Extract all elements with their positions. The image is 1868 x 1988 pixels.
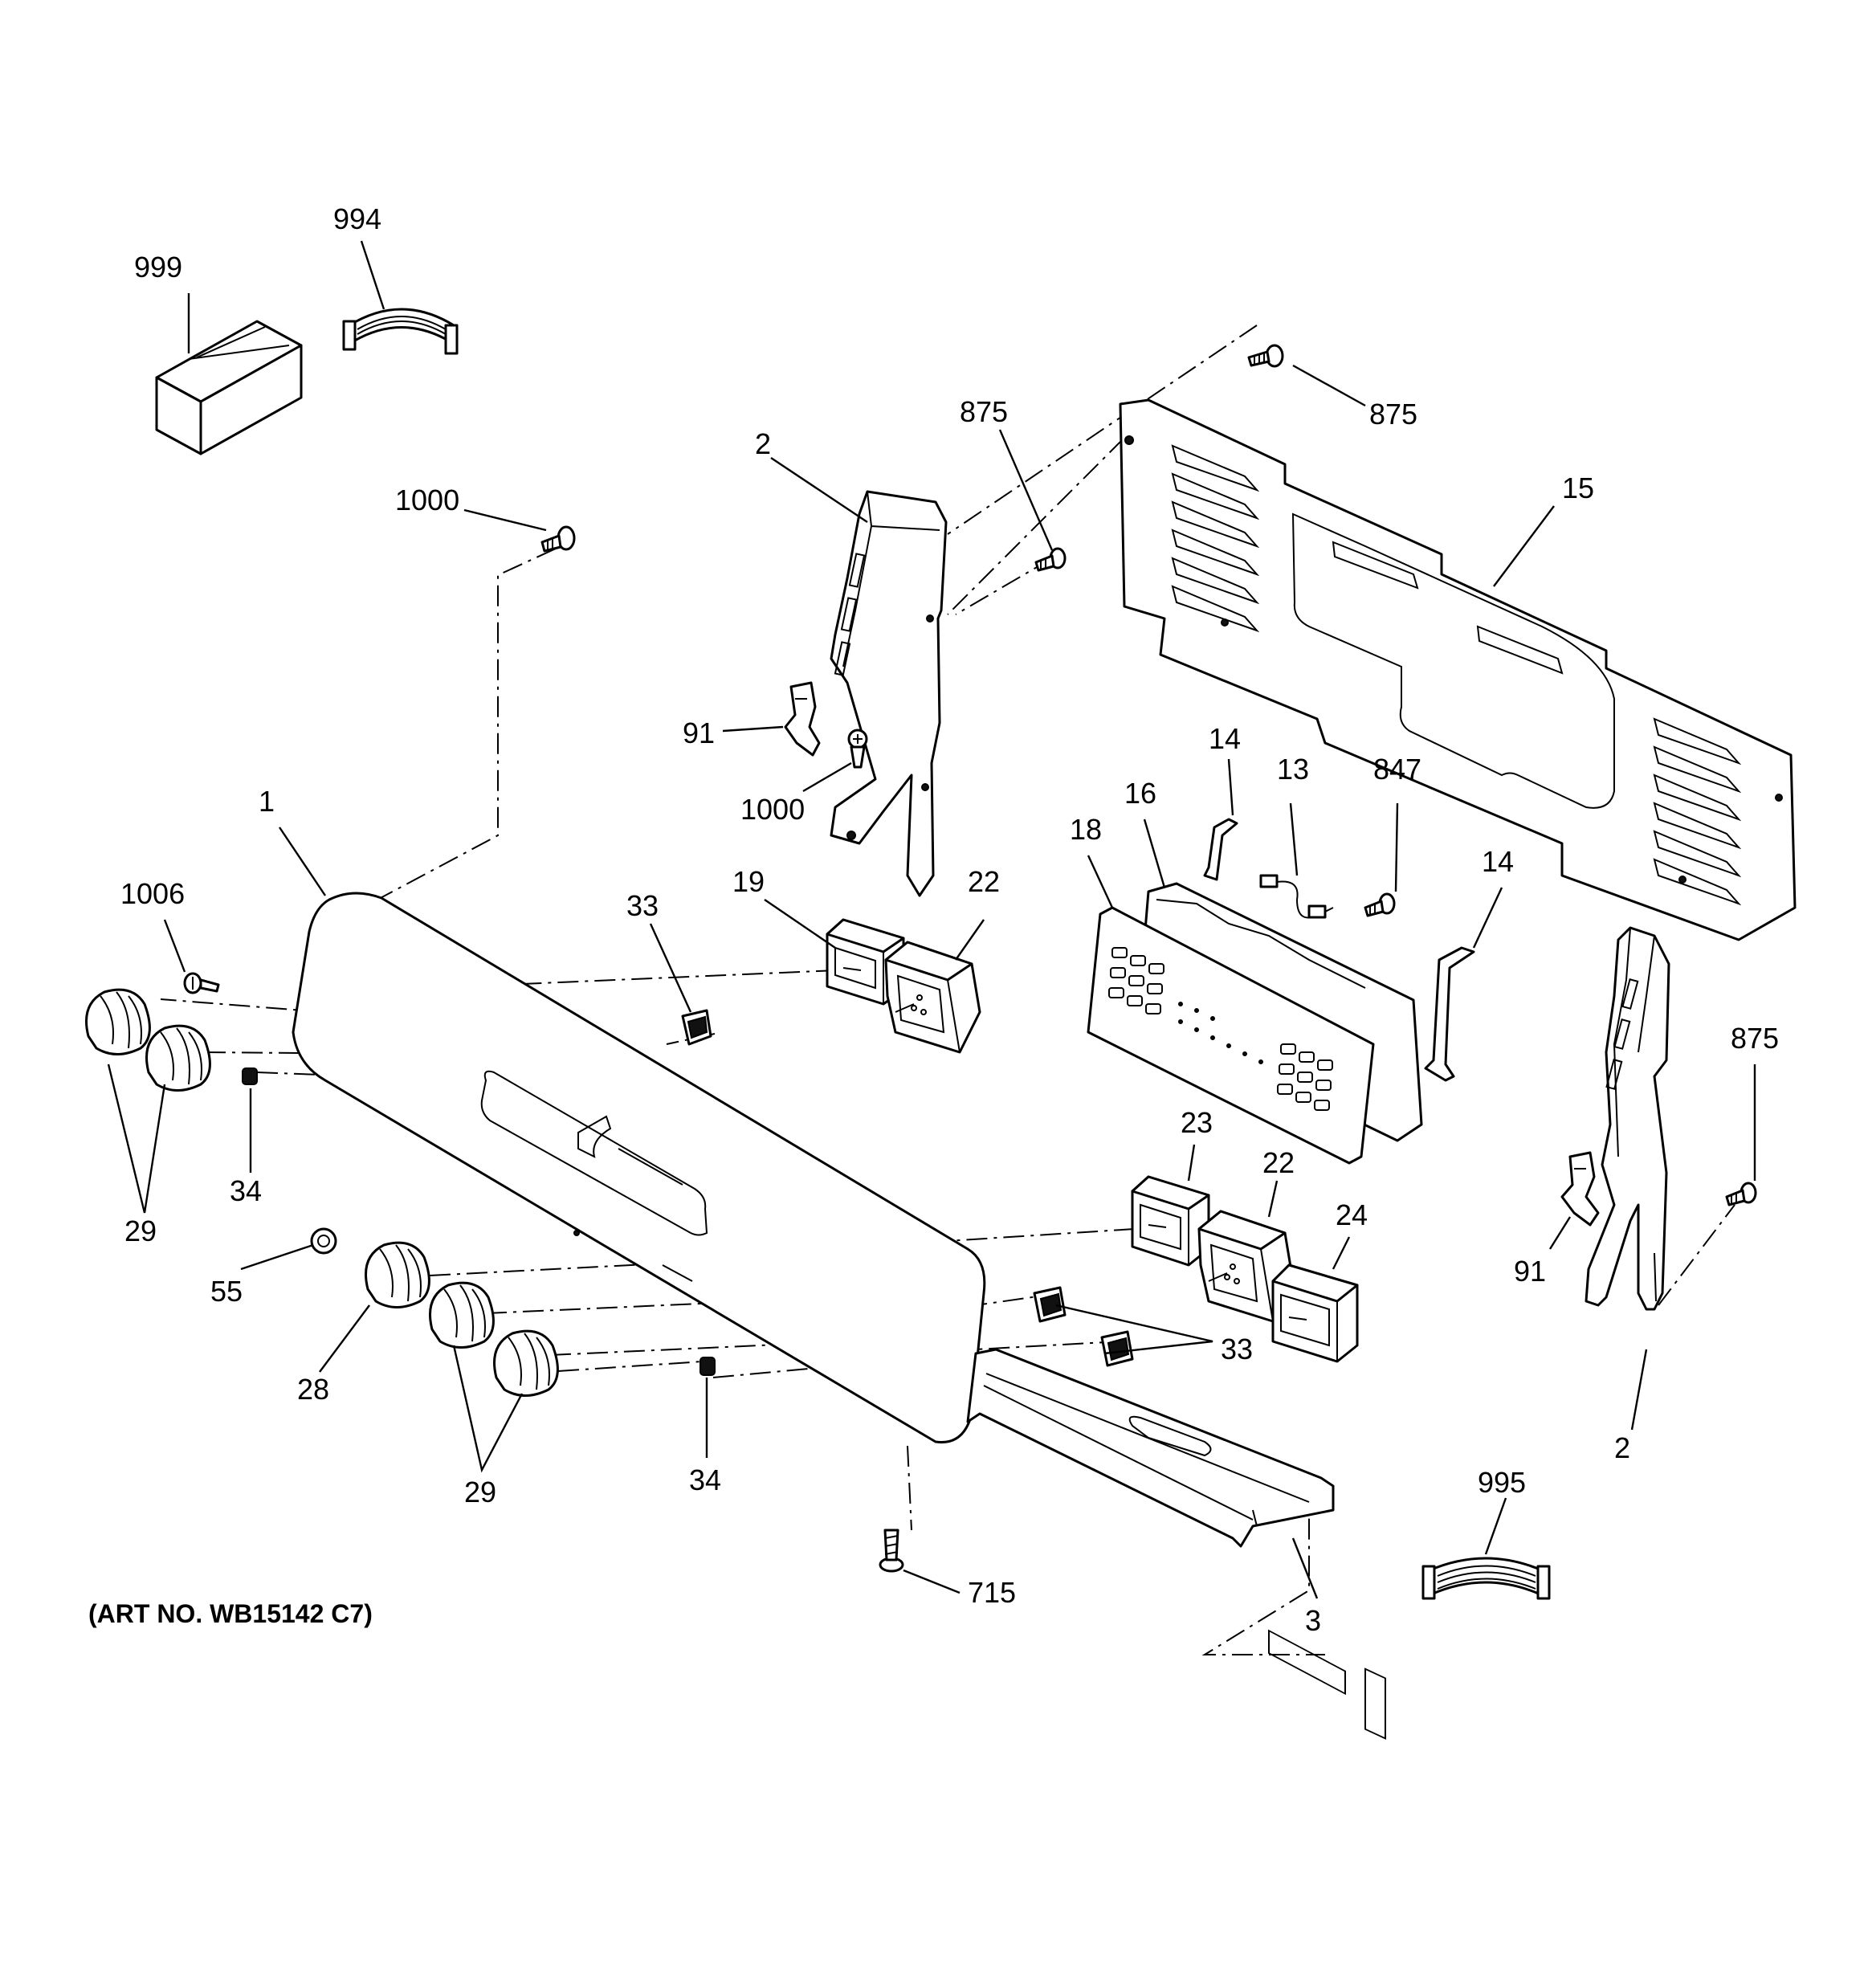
part-875-screw-middle: [1034, 547, 1067, 572]
part-33-rocker-lower-a: [1033, 1286, 1067, 1323]
callout-999: 999: [134, 251, 182, 284]
part-999-box: [155, 320, 303, 455]
part-1000-screw-bracket: [847, 729, 868, 769]
part-34-nut-bottom: [699, 1357, 716, 1376]
part-847-screw: [1364, 892, 1396, 917]
part-23-switch: [1131, 1175, 1210, 1267]
callout-23: 23: [1181, 1106, 1213, 1139]
callout-18: 18: [1070, 813, 1102, 846]
callout-2: 2: [755, 427, 771, 460]
callout-33: 33: [626, 889, 659, 922]
part-29-knob-c: [429, 1281, 495, 1349]
callout-15: 15: [1562, 471, 1594, 504]
callout-24: 24: [1336, 1198, 1368, 1231]
overlay-buttons: [1108, 947, 1333, 1111]
part-33-rocker-lower-b: [1100, 1330, 1134, 1367]
part-22-switch-lower: [1197, 1210, 1295, 1323]
part-29-knob-b: [145, 1024, 211, 1092]
callout-1006: 1006: [120, 877, 185, 910]
callout-34: 34: [689, 1463, 721, 1496]
part-3-lower-trim: [966, 1348, 1335, 1548]
part-1-control-panel: [292, 892, 986, 1444]
part-995-wire-harness: [1421, 1557, 1551, 1600]
callout-1000: 1000: [395, 484, 459, 516]
part-994-wire-harness: [342, 308, 459, 355]
callout-14: 14: [1209, 722, 1241, 755]
part-13-wire-harness: [1259, 874, 1334, 919]
callout-19: 19: [732, 865, 765, 898]
callout-715: 715: [968, 1576, 1016, 1609]
callout-34: 34: [230, 1174, 262, 1207]
callout-995: 995: [1478, 1466, 1526, 1499]
callout-875: 875: [1731, 1022, 1779, 1055]
callout-22: 22: [968, 865, 1000, 898]
part-2-side-bracket-left: [830, 490, 948, 897]
part-34-nut-left: [242, 1067, 258, 1085]
part-29-knob-d: [493, 1329, 559, 1397]
part-1006-screw: [183, 972, 220, 994]
callout-labels: 999 994 1000 2 875 875 15 91 1000 1 1006…: [120, 202, 1779, 1637]
part-22-switch-upper: [884, 941, 981, 1054]
callout-875: 875: [1369, 398, 1417, 431]
callout-33: 33: [1221, 1333, 1253, 1365]
callout-91: 91: [683, 716, 715, 749]
part-14-bracket-upper: [1203, 818, 1238, 881]
part-875-screw-right: [1725, 1182, 1757, 1206]
part-875-screw-top: [1247, 344, 1284, 368]
part-91-clip-left: [784, 681, 821, 757]
callout-13: 13: [1277, 753, 1309, 786]
callout-55: 55: [210, 1275, 243, 1308]
part-1000-screw-top: [540, 525, 576, 553]
vent-slots-left: [1171, 444, 1260, 633]
leader-lines: [107, 240, 1756, 1599]
callout-847: 847: [1373, 753, 1421, 786]
vent-slots-right: [1653, 717, 1742, 906]
part-55-washer: [310, 1227, 337, 1255]
part-28-knob: [365, 1241, 430, 1308]
callout-875: 875: [960, 395, 1008, 428]
part-14-bracket-lower: [1424, 946, 1475, 1082]
callout-29: 29: [124, 1214, 157, 1247]
callout-1: 1: [259, 785, 275, 818]
callout-3: 3: [1305, 1604, 1321, 1637]
callout-22: 22: [1262, 1146, 1295, 1179]
part-715-screw: [879, 1529, 904, 1573]
callout-14: 14: [1482, 845, 1514, 878]
callout-1000: 1000: [740, 793, 805, 826]
part-33-rocker-upper: [681, 1009, 712, 1046]
part-91-clip-right: [1560, 1151, 1600, 1227]
callout-994: 994: [333, 202, 381, 235]
callout-91: 91: [1514, 1255, 1546, 1288]
part-18-control-overlay: [1087, 906, 1375, 1696]
overlay-keypad-dots: [1178, 1002, 1263, 1064]
part-2-side-bracket-right: [1585, 926, 1670, 1311]
part-24-switch: [1271, 1263, 1359, 1363]
part-29-knob-a: [85, 988, 151, 1055]
callout-28: 28: [297, 1373, 329, 1406]
art-number: (ART NO. WB15142 C7): [88, 1599, 373, 1628]
callout-16: 16: [1124, 777, 1156, 810]
vent-slots-center: [1332, 541, 1564, 675]
callout-29: 29: [464, 1476, 496, 1508]
callout-2: 2: [1614, 1431, 1630, 1464]
